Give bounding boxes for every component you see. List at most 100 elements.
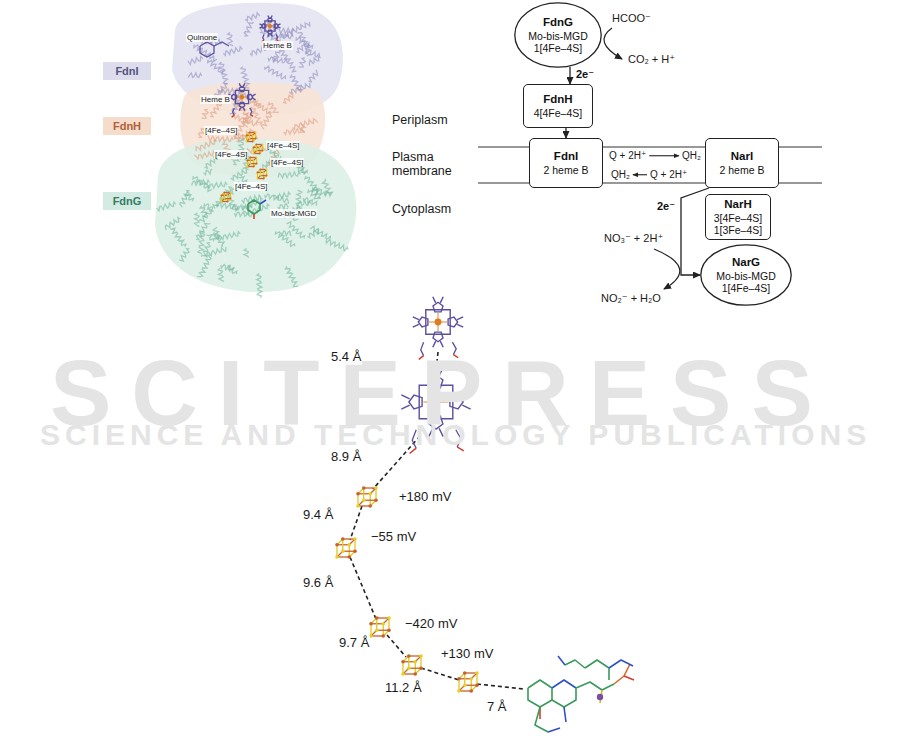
protein-helix (279, 28, 294, 33)
enzyme-subunit-circle: FdnGMo-bis-MGD 1[4Fe–4S] (514, 2, 602, 68)
protein-helix (157, 202, 176, 211)
cluster-atom (252, 141, 254, 143)
watermark: SCIENCE AND TECHNOLOGY PUBLICATIONS (40, 420, 871, 450)
mgd-bond (558, 656, 565, 665)
cluster-atom (266, 169, 268, 171)
cluster-atom (413, 672, 417, 676)
distance-label: 5.4 Å (330, 350, 362, 365)
distance-label: 11.2 Å (384, 681, 423, 696)
cluster-bond (409, 668, 421, 669)
heme-molecule (228, 83, 255, 117)
protein-helix (208, 60, 224, 76)
protein-helix (309, 56, 320, 66)
cluster-atom (413, 660, 417, 664)
potential-label: +130 mV (440, 647, 494, 662)
iron-sulfur-cluster (221, 192, 232, 203)
cluster-atom (457, 677, 461, 681)
cluster-bond (370, 624, 371, 636)
cluster-atom (374, 486, 378, 490)
propionate (250, 108, 252, 115)
protein-helix (283, 92, 293, 103)
structure-label: [4Fe–4S] (270, 158, 304, 167)
cluster-bond (254, 158, 257, 161)
subunit-tag: FdnI (103, 62, 151, 80)
cluster-bond (371, 635, 383, 636)
cluster-bond (458, 679, 459, 691)
compartment-label: Plasma membrane (392, 150, 472, 179)
iron-sulfur-cluster (246, 132, 257, 143)
distance-label: 8.9 Å (330, 450, 362, 465)
pyrrole-ring (268, 30, 272, 34)
cluster-atom (457, 689, 461, 693)
ellipse-border (701, 245, 791, 305)
protein-helix (286, 22, 310, 37)
cluster-atom (230, 198, 232, 200)
reaction-arrow (604, 28, 622, 59)
distance-line (350, 557, 376, 619)
subunit-tag: FdnH (103, 117, 151, 135)
pyrrole-ring (274, 24, 278, 28)
distance-line (350, 506, 362, 540)
carboxylate (232, 115, 235, 117)
enzyme-subunit-circle: NarGMo-bis-MGD 1[4Fe–4S] (700, 244, 792, 306)
cluster-atom (253, 166, 255, 168)
cluster-atom (419, 666, 423, 670)
propionate (263, 34, 264, 40)
iron-sulfur-cluster (253, 144, 264, 155)
cluster-bond (260, 145, 263, 148)
protein-helix (202, 243, 211, 257)
iron-sulfur-cluster (335, 537, 357, 559)
cluster-atom (419, 654, 423, 658)
cluster-bond (264, 176, 267, 179)
structure-label: [4Fe–4S] (204, 126, 238, 135)
protein-helix (265, 24, 279, 31)
protein-helix (228, 33, 233, 46)
distance-line (387, 635, 406, 657)
protein-helix (290, 75, 302, 93)
potential-label: −420 mV (404, 617, 458, 632)
cluster-atom (407, 654, 411, 658)
cluster-atom (249, 163, 251, 165)
cluster-atom (356, 492, 360, 496)
cluster-atom (259, 146, 261, 148)
node-title: FdnG (543, 16, 573, 29)
cluster-atom (227, 194, 229, 196)
node-title: FdnH (543, 93, 572, 106)
cluster-atom (341, 537, 345, 541)
cluster-atom (255, 138, 257, 140)
node-title: FdnI (554, 150, 578, 163)
protein-helix (286, 266, 299, 286)
iron-sulfur-cluster (369, 616, 391, 638)
cluster-bond (464, 673, 465, 685)
quinone-arrow (633, 174, 647, 175)
pyrrole-ring (433, 302, 443, 312)
protein-helix (170, 228, 186, 247)
side-chain (457, 324, 463, 327)
distance-label: 9.6 Å (302, 576, 334, 591)
quinone-tail (214, 42, 229, 46)
cluster-atom (223, 192, 225, 194)
cluster-bond (364, 487, 376, 488)
enzyme-subunit-box: NarI2 heme B (705, 138, 779, 188)
side-chain (433, 297, 436, 303)
cluster-bond (402, 662, 403, 674)
cluster-bond (260, 151, 263, 154)
cluster-atom (362, 498, 366, 502)
mgd-bond (253, 214, 255, 219)
node-content: FdnI2 heme B (534, 150, 598, 175)
node-detail: 4[4Fe–4S] (528, 107, 588, 119)
cluster-bond (358, 505, 370, 506)
mgd-bond (624, 676, 634, 680)
protein-helix (241, 67, 250, 89)
reactant-label: HCOO⁻ (612, 12, 651, 25)
enzyme-subunit-box: NarH3[4Fe–4S] 1[3Fe–4S] (705, 194, 771, 240)
quinone-label: Q + 2H⁺ (609, 150, 646, 162)
pyrrole-ring (448, 317, 458, 327)
protein-helix (309, 70, 318, 82)
protein-helix (287, 222, 305, 239)
node-content: FdnH (113, 120, 141, 133)
protein-helix (275, 231, 294, 246)
cluster-atom (263, 178, 265, 180)
protein-helix (251, 100, 271, 114)
mgd-bond (528, 680, 552, 707)
